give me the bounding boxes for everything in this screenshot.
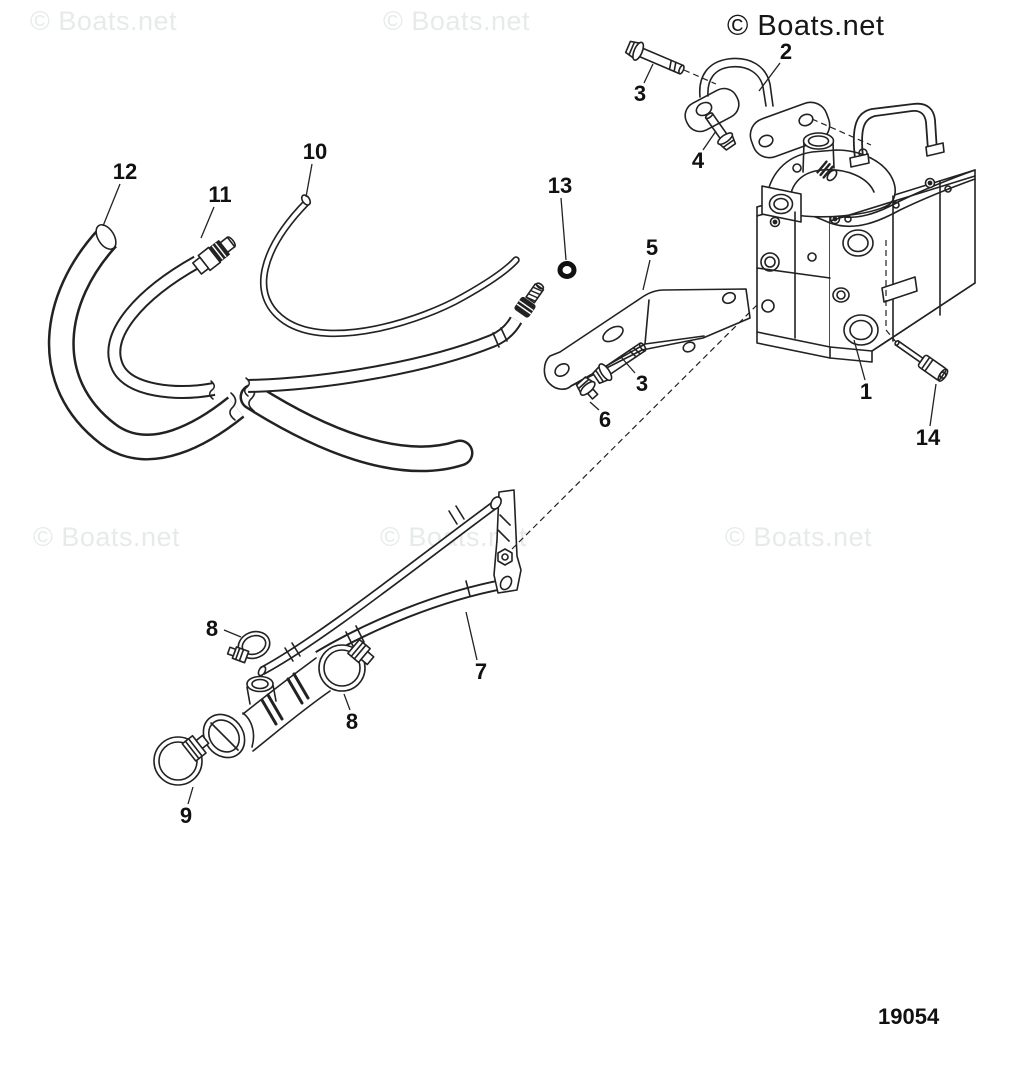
watermark-light: © Boats.net — [725, 522, 872, 552]
watermark-light: © Boats.net — [33, 522, 180, 552]
callout-6: 6 — [598, 407, 612, 432]
callout-10: 10 — [302, 139, 328, 164]
elbow-fitting — [514, 282, 545, 318]
fuel-pump — [756, 102, 976, 363]
hose-12 — [47, 223, 474, 473]
bolt-3-top — [624, 40, 685, 75]
hose-10 — [259, 194, 520, 338]
diagram-number: 19054 — [878, 1004, 940, 1029]
callout-leaders — [102, 62, 937, 805]
bolt-4 — [704, 112, 737, 151]
assembly-dashed-lines — [511, 69, 897, 550]
callout-1: 1 — [859, 379, 873, 404]
o-ring — [557, 261, 577, 279]
callout-4: 4 — [691, 148, 705, 173]
bolt-6 — [575, 376, 599, 400]
bracket-lower — [543, 288, 751, 390]
hose-fitting — [192, 236, 236, 275]
callout-5: 5 — [645, 235, 659, 260]
bolt-14 — [894, 340, 949, 382]
callout-9: 9 — [179, 803, 193, 828]
callout-11: 11 — [208, 182, 232, 207]
callout-12: 12 — [112, 159, 138, 184]
bolt-3-lower — [592, 342, 647, 385]
clamp-8-right — [318, 638, 375, 692]
watermark-light: © Boats.net — [383, 6, 530, 36]
clamp-9 — [153, 734, 210, 786]
watermark-light: © Boats.net — [30, 6, 177, 36]
callout-13: 13 — [547, 173, 573, 198]
t-fitting — [202, 657, 331, 759]
pipe-assembly — [257, 489, 522, 677]
callout-14: 14 — [915, 425, 941, 450]
hose-11 — [107, 255, 523, 400]
clamp-8-top — [226, 630, 271, 664]
callout-8: 8 — [205, 616, 219, 641]
callout-3: 3 — [633, 81, 647, 106]
callout-8b: 8 — [345, 709, 359, 734]
callout-2: 2 — [779, 39, 793, 64]
callout-7: 7 — [474, 659, 488, 684]
callout-3b: 3 — [635, 371, 649, 396]
watermark-dark: © Boats.net — [727, 10, 885, 42]
